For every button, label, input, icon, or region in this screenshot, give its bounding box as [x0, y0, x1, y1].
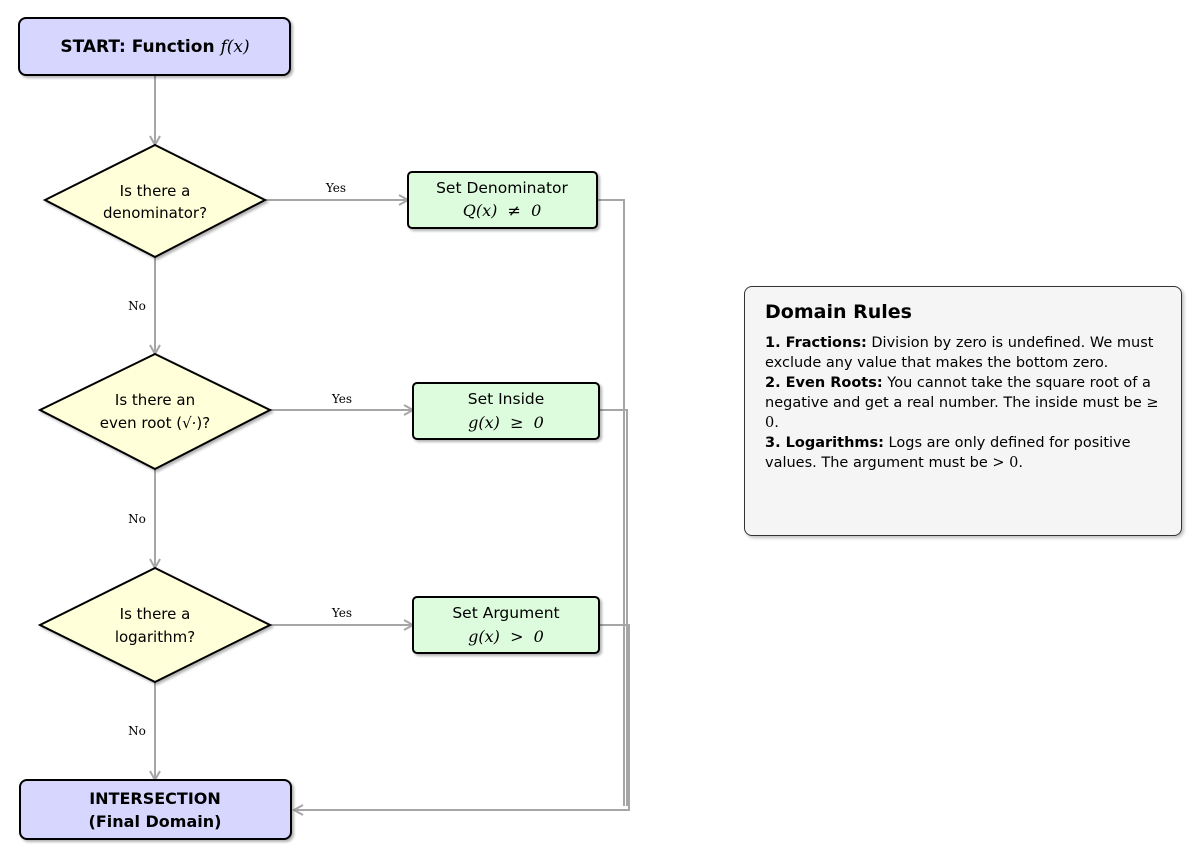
decision-root-line2-math: √·	[182, 414, 196, 432]
rule-fractions: 1. Fractions: Division by zero is undefi…	[765, 335, 1153, 371]
action-root-title: Set Inside	[468, 390, 545, 408]
svg-text:even root (√·)?: even root (√·)?	[100, 414, 210, 432]
domain-rules-title: Domain Rules	[765, 301, 912, 323]
action-log-expr: g(x) > 0	[468, 627, 544, 646]
action-log-title: Set Argument	[452, 604, 559, 622]
decision-denominator: Is there a denominator?	[42, 143, 268, 259]
action-log: Set Argument g(x) > 0	[412, 596, 600, 654]
action-denominator: Set Denominator Q(x) ≠ 0	[407, 171, 598, 229]
connector-arrows	[155, 75, 630, 810]
intersection-node: INTERSECTION (Final Domain)	[19, 779, 292, 840]
edge-label-yes-root: Yes	[331, 392, 352, 406]
decision-root-line1: Is there an	[115, 391, 195, 409]
svg-text:START: Function f(x): START: Function f(x)	[60, 37, 249, 57]
rule-even-roots-math: ≥ 0	[765, 395, 1159, 431]
edge-label-yes-log: Yes	[331, 606, 352, 620]
edge-label-no-log: No	[128, 724, 146, 738]
action-denominator-title: Set Denominator	[436, 179, 568, 197]
rule-fractions-text: Division by zero is undefined. We must e…	[765, 335, 1154, 371]
rule-logarithms-math: > 0	[992, 455, 1019, 471]
rule-logarithms-text: Logs are only defined for positive value…	[765, 435, 1131, 471]
rule-logarithms-head: 3. Logarithms:	[765, 435, 884, 451]
action-root-expr: g(x) ≥ 0	[468, 413, 544, 432]
decision-denominator-line1: Is there a	[120, 182, 191, 200]
rule-logarithms-tail: .	[1018, 455, 1023, 471]
domain-rules-box: Domain Rules 1. Fractions: Division by z…	[744, 286, 1182, 536]
intersection-line2: (Final Domain)	[89, 812, 222, 831]
rule-even-roots-tail: .	[774, 415, 779, 431]
edge-label-no-denominator: No	[128, 299, 146, 313]
rule-even-roots-text: You cannot take the square root of a neg…	[765, 375, 1151, 411]
rule-even-roots-head: 2. Even Roots:	[765, 375, 883, 391]
action-root: Set Inside g(x) ≥ 0	[412, 382, 600, 440]
edge-label-yes-denominator: Yes	[325, 181, 346, 195]
decision-log-line1: Is there a	[120, 605, 191, 623]
edge-label-no-root: No	[128, 512, 146, 526]
start-math: f(x)	[218, 37, 249, 57]
action-denominator-expr: Q(x) ≠ 0	[463, 201, 542, 220]
rule-logarithms: 3. Logarithms: Logs are only defined for…	[765, 435, 1131, 471]
start-node: START: Function f(x)	[18, 17, 291, 76]
decision-root-line2-prefix: even root (	[100, 414, 182, 432]
decision-root-line2-suffix: )?	[196, 414, 210, 432]
decision-log-line2: logarithm?	[115, 628, 195, 646]
decision-root: Is there an even root (√·)?	[37, 352, 273, 471]
start-label: START: Function	[60, 37, 220, 57]
domain-rules-text: 1. Fractions: Division by zero is undefi…	[765, 333, 1165, 473]
intersection-line1: INTERSECTION	[89, 789, 221, 808]
rule-fractions-head: 1. Fractions:	[765, 335, 867, 351]
rule-even-roots: 2. Even Roots: You cannot take the squar…	[765, 375, 1159, 431]
decision-denominator-line2: denominator?	[103, 204, 207, 222]
decision-log: Is there a logarithm?	[37, 566, 273, 684]
